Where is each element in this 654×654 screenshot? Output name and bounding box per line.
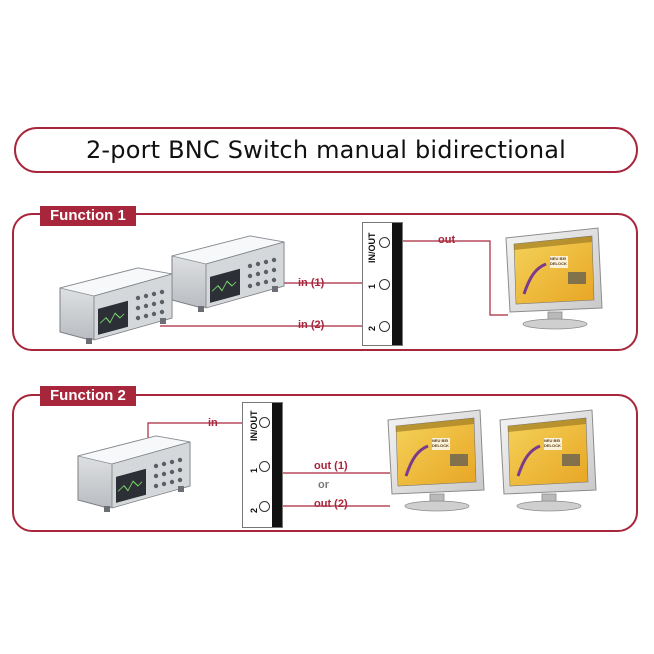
bnc-switch-function2: IN/OUT 1 2: [242, 402, 283, 528]
bnc-port-1-icon: [379, 279, 390, 290]
wire-out: [403, 240, 508, 316]
oscilloscope-function2: [77, 435, 191, 513]
port-label-inout: IN/OUT: [249, 410, 259, 442]
function-2-tag: Function 2: [40, 386, 136, 406]
function-1-panel: [12, 213, 638, 351]
label-out: out: [438, 234, 456, 246]
label-or: or: [318, 479, 329, 491]
label-in: in: [208, 417, 218, 429]
port-label-2: 2: [249, 507, 259, 513]
oscilloscope-front: [59, 267, 173, 345]
bnc-port-inout-icon: [259, 417, 270, 428]
label-out1: out (1): [314, 460, 348, 472]
port-label-2: 2: [367, 325, 377, 331]
port-label-inout: IN/OUT: [367, 232, 377, 264]
bnc-switch-function1: IN/OUT 1 2: [362, 222, 403, 346]
port-label-1: 1: [249, 467, 259, 473]
bnc-port-2-icon: [259, 501, 270, 512]
label-in2: in (2): [298, 319, 325, 331]
monitor-screen-heading: NEU BEI DELOCK: [544, 438, 561, 448]
monitor-screen-heading: NEU BEI DELOCK: [550, 256, 567, 266]
oscilloscope-back: [171, 235, 285, 313]
label-in1: in (1): [298, 277, 325, 289]
monitor-1-function2: [386, 408, 486, 513]
title-box: 2-port BNC Switch manual bidirectional: [14, 127, 638, 173]
port-label-1: 1: [367, 283, 377, 289]
label-out2: out (2): [314, 498, 348, 510]
diagram-title: 2-port BNC Switch manual bidirectional: [85, 136, 567, 164]
switch-side-bar: [272, 403, 282, 527]
switch-side-bar: [392, 223, 402, 345]
bnc-port-2-icon: [379, 321, 390, 332]
monitor-function1: [504, 226, 604, 331]
function-2-panel: [12, 394, 638, 532]
monitor-screen-heading: NEU BEI DELOCK: [432, 438, 449, 448]
function-1-tag: Function 1: [40, 206, 136, 226]
bnc-port-1-icon: [259, 461, 270, 472]
monitor-2-function2: [498, 408, 598, 513]
bnc-port-inout-icon: [379, 237, 390, 248]
